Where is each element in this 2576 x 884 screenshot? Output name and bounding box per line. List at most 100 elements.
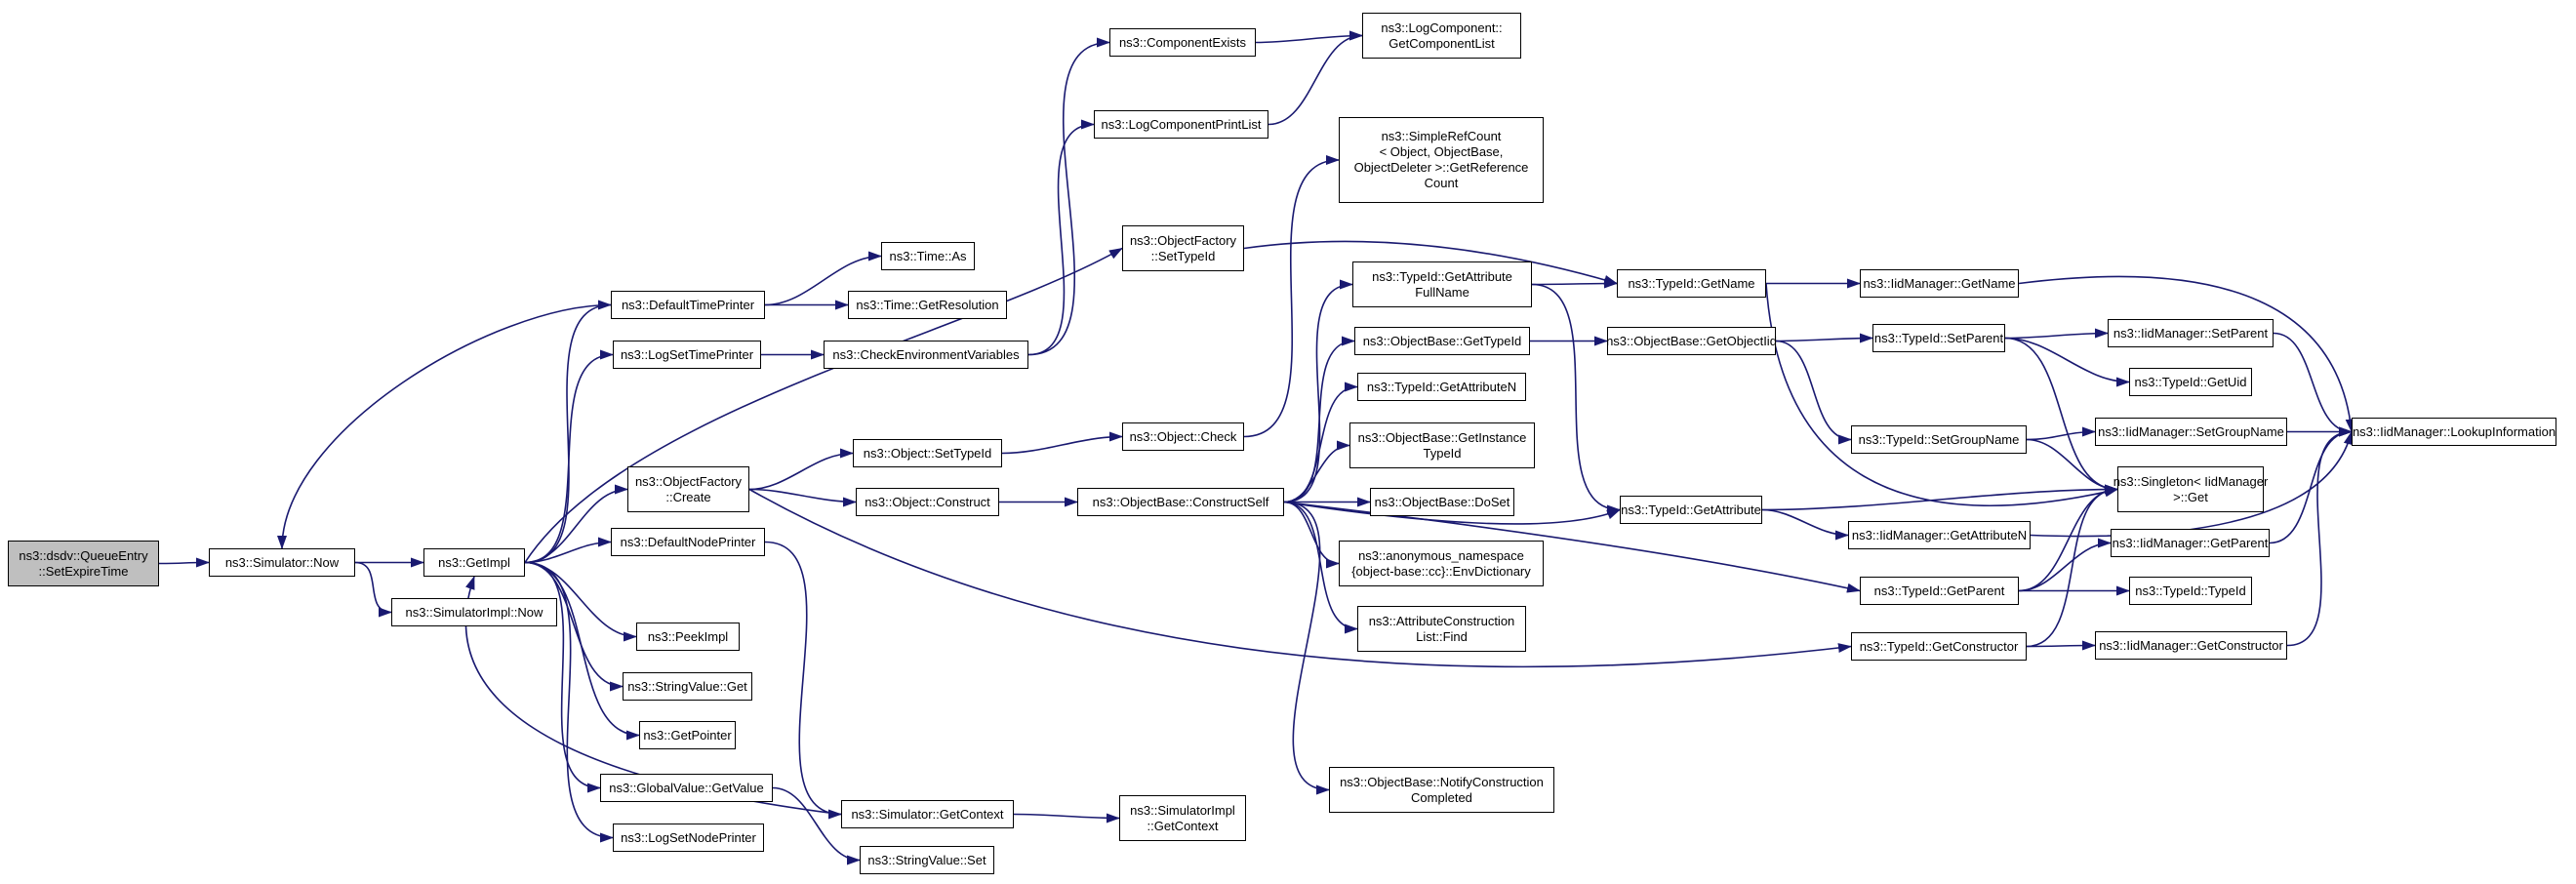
edge-setexpiretime-to-simnow (158, 557, 210, 568)
edge-constructself-to-envdictionary (1283, 501, 1340, 569)
edge-getobjectiid-to-typeidsetparent (1775, 333, 1873, 343)
node-getcomponentlist[interactable]: ns3::LogComponent:: GetComponentList (1362, 13, 1521, 59)
node-logsetnodeprinter[interactable]: ns3::LogSetNodePrinter (613, 824, 764, 852)
node-attrconstructfind[interactable]: ns3::AttributeConstruction List::Find (1357, 606, 1526, 652)
edge-objcheck-to-getrefcount (1243, 155, 1340, 438)
edge-defaulttimeprinter-to-timeas (764, 251, 882, 306)
node-simnow[interactable]: ns3::Simulator::Now (209, 548, 355, 577)
node-getobjectiid[interactable]: ns3::ObjectBase::GetObjectIid (1606, 327, 1777, 355)
edge-objfactorycreate-to-objsettypeid (748, 448, 854, 491)
edge-objfactorycreate-to-typeidgetconstructor (748, 488, 1852, 668)
node-objfactorysettypeid[interactable]: ns3::ObjectFactory ::SetTypeId (1122, 225, 1244, 271)
edge-typeidsetgroupname-to-iidsetgroupname (2026, 426, 2096, 441)
node-iidsetgroupname[interactable]: ns3::IidManager::SetGroupName (2095, 418, 2287, 446)
node-typeidgetname[interactable]: ns3::TypeId::GetName (1617, 269, 1766, 298)
edge-typeidsetparent-to-iidsetparent (2004, 328, 2109, 340)
node-logsettimeprinter[interactable]: ns3::LogSetTimePrinter (613, 341, 761, 369)
edge-iidgetparent-to-lookupinfo (2269, 426, 2353, 544)
node-checkenv[interactable]: ns3::CheckEnvironmentVariables (824, 341, 1028, 369)
edge-constructself-to-attrconstructfind (1283, 501, 1358, 634)
edge-iidsetparent-to-lookupinfo (2273, 332, 2353, 437)
edge-getimpl-to-objfactorycreate (524, 484, 628, 564)
node-defaulttimeprinter[interactable]: ns3::DefaultTimePrinter (611, 291, 765, 319)
edge-checkenv-to-componentexists (1027, 37, 1110, 356)
edge-componentexists-to-getcomponentlist (1255, 30, 1363, 44)
edge-checkenv-to-logcomponentprintlist (1027, 119, 1095, 356)
node-objfactorycreate[interactable]: ns3::ObjectFactory ::Create (627, 466, 749, 512)
node-typeidgetuid[interactable]: ns3::TypeId::GetUid (2129, 368, 2252, 396)
node-notifyconstruction[interactable]: ns3::ObjectBase::NotifyConstruction Comp… (1329, 767, 1554, 813)
edge-typeidgetparent-to-iidgetparent (2018, 538, 2112, 592)
node-componentexists[interactable]: ns3::ComponentExists (1109, 28, 1256, 57)
node-getrefcount[interactable]: ns3::SimpleRefCount < Object, ObjectBase… (1339, 117, 1544, 203)
node-defaultnodeprinter[interactable]: ns3::DefaultNodePrinter (611, 528, 765, 556)
node-typeidsetparent[interactable]: ns3::TypeId::SetParent (1872, 324, 2005, 352)
node-simimplgetcontext[interactable]: ns3::SimulatorImpl ::GetContext (1119, 795, 1246, 841)
edge-constructself-to-typeidgetattr (1283, 501, 1621, 525)
edge-iidgetconstructor-to-lookupinfo (2286, 426, 2353, 647)
edge-globalvaluegetvalue-to-stringvalueset (772, 786, 861, 865)
node-typeidgetparent[interactable]: ns3::TypeId::GetParent (1860, 577, 2019, 605)
edge-constructself-to-notifyconstruction (1283, 501, 1330, 795)
node-getimpl[interactable]: ns3::GetImpl (423, 548, 525, 577)
node-typeidtypeid[interactable]: ns3::TypeId::TypeId (2129, 577, 2252, 605)
node-timeas[interactable]: ns3::Time::As (881, 242, 975, 270)
node-logcomponentprintlist[interactable]: ns3::LogComponentPrintList (1094, 110, 1268, 139)
node-iidgetparent[interactable]: ns3::IidManager::GetParent (2111, 529, 2270, 557)
edge-defaultnodeprinter-to-simgetcontext (764, 541, 842, 820)
edge-simgetcontext-to-simimplgetcontext (1013, 813, 1120, 824)
node-stringvalueset[interactable]: ns3::StringValue::Set (860, 846, 994, 874)
edge-iidgetattrn-to-lookupinfo (2030, 430, 2354, 538)
edge-getimpl-to-objfactorysettypeid (524, 247, 1123, 563)
node-getpointer[interactable]: ns3::GetPointer (639, 721, 736, 749)
edge-getimpl-to-logsettimeprinter (524, 349, 614, 564)
node-constructself[interactable]: ns3::ObjectBase::ConstructSelf (1077, 488, 1284, 516)
node-iidgetname[interactable]: ns3::IidManager::GetName (1860, 269, 2019, 298)
edge-typeidgetconstructor-to-singletonget (2026, 484, 2118, 648)
edge-iidgetname-to-lookupinfo (2018, 275, 2355, 433)
edge-getimpl-to-defaulttimeprinter (524, 300, 612, 564)
node-typeidsetgroupname[interactable]: ns3::TypeId::SetGroupName (1851, 425, 2027, 454)
node-getattrfullname[interactable]: ns3::TypeId::GetAttribute FullName (1352, 261, 1532, 307)
node-typeidgetconstructor[interactable]: ns3::TypeId::GetConstructor (1851, 632, 2027, 661)
node-timegetres[interactable]: ns3::Time::GetResolution (848, 291, 1007, 319)
node-doset[interactable]: ns3::ObjectBase::DoSet (1370, 488, 1514, 516)
edge-typeidgetconstructor-to-iidgetconstructor (2026, 640, 2096, 651)
node-simimplnow[interactable]: ns3::SimulatorImpl::Now (391, 598, 557, 626)
edge-simnow-to-simimplnow (354, 561, 392, 618)
node-singletonget[interactable]: ns3::Singleton< IidManager >::Get (2113, 466, 2268, 512)
edge-typeidsetparent-to-singletonget (2004, 337, 2118, 495)
edge-typeidgetparent-to-singletonget (2018, 484, 2118, 592)
node-objbasegettypeid[interactable]: ns3::ObjectBase::GetTypeId (1354, 327, 1530, 355)
edge-constructself-to-getinstancetypeid (1283, 440, 1350, 503)
edge-objsettypeid-to-objcheck (1001, 431, 1123, 455)
node-stringvalueget[interactable]: ns3::StringValue::Get (623, 672, 752, 701)
node-typeidgetattrn[interactable]: ns3::TypeId::GetAttributeN (1357, 373, 1526, 401)
node-setexpiretime: ns3::dsdv::QueueEntry ::SetExpireTime (8, 541, 159, 586)
node-envdictionary[interactable]: ns3::anonymous_namespace {object-base::c… (1339, 541, 1544, 586)
edge-logcomponentprintlist-to-getcomponentlist (1268, 30, 1363, 126)
edge-constructself-to-objbasegettypeid (1283, 336, 1355, 503)
edge-typeidgetattr-to-iidgetattrn (1761, 508, 1849, 541)
edge-getattrfullname-to-typeidgetname (1531, 278, 1618, 289)
node-iidgetconstructor[interactable]: ns3::IidManager::GetConstructor (2095, 631, 2287, 660)
edge-getimpl-to-defaultnodeprinter (524, 537, 612, 564)
node-globalvaluegetvalue[interactable]: ns3::GlobalValue::GetValue (600, 774, 773, 802)
node-lookupinfo[interactable]: ns3::IidManager::LookupInformation (2352, 418, 2556, 446)
edge-objfactorycreate-to-objconstruct (748, 488, 857, 507)
edge-getobjectiid-to-typeidsetgroupname (1775, 340, 1852, 445)
node-peekimpl[interactable]: ns3::PeekImpl (636, 623, 740, 651)
edge-defaulttimeprinter-to-simnow (277, 303, 612, 549)
node-objconstruct[interactable]: ns3::Object::Construct (856, 488, 999, 516)
node-objsettypeid[interactable]: ns3::Object::SetTypeId (853, 439, 1002, 467)
node-objcheck[interactable]: ns3::Object::Check (1122, 422, 1244, 451)
edge-getimpl-to-globalvaluegetvalue (524, 561, 601, 793)
node-simgetcontext[interactable]: ns3::Simulator::GetContext (841, 800, 1014, 828)
node-getinstancetypeid[interactable]: ns3::ObjectBase::GetInstance TypeId (1349, 422, 1535, 468)
edge-getimpl-to-logsetnodeprinter (524, 561, 614, 843)
node-iidsetparent[interactable]: ns3::IidManager::SetParent (2108, 319, 2274, 347)
edge-typeidsetparent-to-typeidgetuid (2004, 337, 2130, 387)
node-typeidgetattr[interactable]: ns3::TypeId::GetAttribute (1620, 496, 1762, 524)
node-iidgetattrn[interactable]: ns3::IidManager::GetAttributeN (1848, 521, 2031, 549)
